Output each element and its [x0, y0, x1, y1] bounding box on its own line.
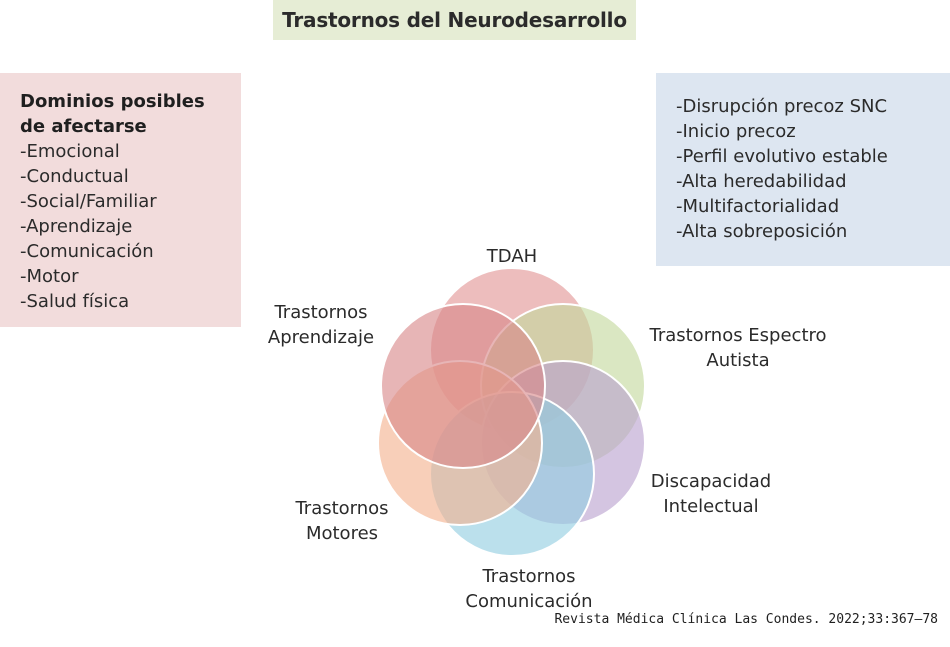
domains-heading: Dominios posibles de afectarse: [20, 89, 205, 139]
list-item: -Disrupción precoz SNC: [676, 96, 888, 117]
label-autism-line-2: Autista: [706, 350, 770, 371]
label-motor: Trastornos Motores: [282, 496, 402, 546]
list-item: -Perfil evolutivo estable: [676, 146, 888, 167]
domains-heading-line-1: Dominios posibles: [20, 91, 205, 112]
citation-text: Revista Médica Clínica Las Condes. 2022;…: [554, 612, 938, 627]
label-tdah-line-1: TDAH: [486, 246, 538, 267]
label-motor-line-1: Trastornos: [295, 498, 389, 519]
list-item: -Alta heredabilidad: [676, 171, 847, 192]
domains-list: -Emocional -Conductual -Social/Familiar …: [20, 139, 157, 314]
label-learning-line-2: Aprendizaje: [267, 327, 375, 348]
label-autism: Trastornos Espectro Autista: [632, 323, 844, 373]
label-autism-line-1: Trastornos Espectro: [649, 325, 827, 346]
list-item: -Emocional: [20, 141, 120, 162]
domains-panel: Dominios posibles de afectarse -Emociona…: [0, 73, 241, 327]
domains-heading-line-2: de afectarse: [20, 116, 147, 137]
label-intellectual-disability-line-2: Intelectual: [663, 496, 759, 517]
diagram-title: Trastornos del Neurodesarrollo: [282, 8, 627, 32]
list-item: -Multifactorialidad: [676, 196, 840, 217]
label-communication-line-2: Comunicación: [465, 591, 593, 612]
characteristics-list: -Disrupción precoz SNC -Inicio precoz -P…: [676, 94, 888, 244]
list-item: -Inicio precoz: [676, 121, 796, 142]
list-item: -Social/Familiar: [20, 191, 157, 212]
label-communication-line-1: Trastornos: [482, 566, 576, 587]
label-tdah: TDAH: [474, 244, 550, 269]
label-learning: Trastornos Aprendizaje: [257, 300, 385, 350]
list-item: -Aprendizaje: [20, 216, 133, 237]
list-item: -Alta sobreposición: [676, 221, 848, 242]
label-learning-line-1: Trastornos: [274, 302, 368, 323]
label-motor-line-2: Motores: [305, 523, 379, 544]
label-intellectual-disability-line-1: Discapacidad: [650, 471, 772, 492]
list-item: -Motor: [20, 266, 79, 287]
label-intellectual-disability: Discapacidad Intelectual: [633, 469, 789, 519]
venn-circle-learning: [380, 303, 546, 469]
list-item: -Salud física: [20, 291, 130, 312]
list-item: -Comunicación: [20, 241, 154, 262]
label-communication: Trastornos Comunicación: [450, 564, 608, 614]
title-banner: Trastornos del Neurodesarrollo: [273, 0, 636, 40]
list-item: -Conductual: [20, 166, 129, 187]
characteristics-panel: -Disrupción precoz SNC -Inicio precoz -P…: [656, 73, 950, 266]
